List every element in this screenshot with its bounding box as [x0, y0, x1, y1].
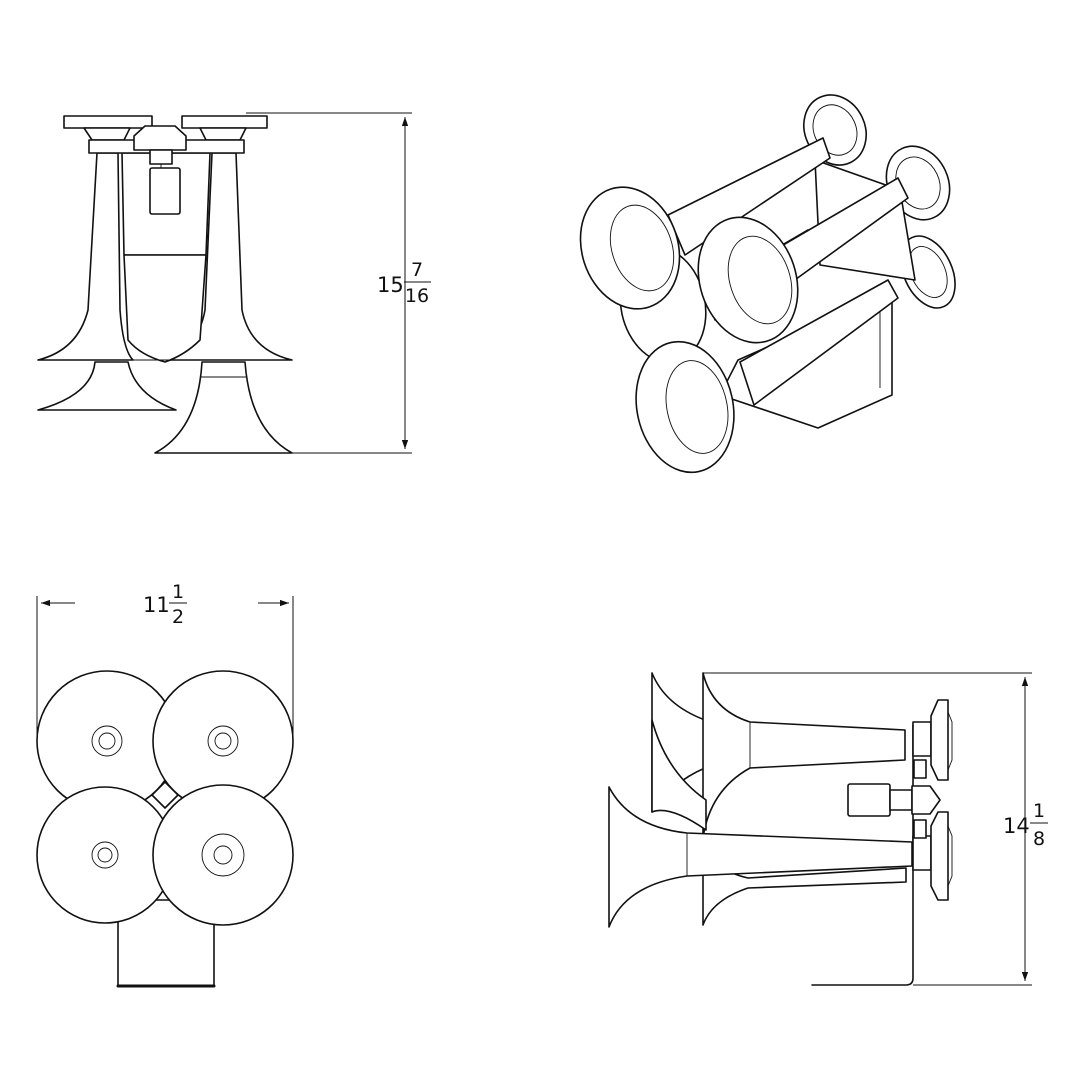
- side-height-whole: 14: [1003, 814, 1030, 838]
- isometric-view: [579, 94, 956, 474]
- width-numerator: 1: [172, 581, 184, 603]
- height-denominator: 16: [405, 285, 429, 307]
- height-numerator: 7: [411, 259, 423, 281]
- front-view: 15 7 16: [37, 112, 431, 454]
- side-height-numerator: 1: [1033, 800, 1045, 822]
- side-height-denominator: 8: [1033, 828, 1045, 850]
- height-whole: 15: [377, 273, 404, 297]
- end-view: 11 1 2: [36, 581, 294, 988]
- side-view: 14 1 8: [608, 672, 1048, 986]
- width-whole: 11: [143, 593, 170, 617]
- width-denominator: 2: [172, 606, 184, 628]
